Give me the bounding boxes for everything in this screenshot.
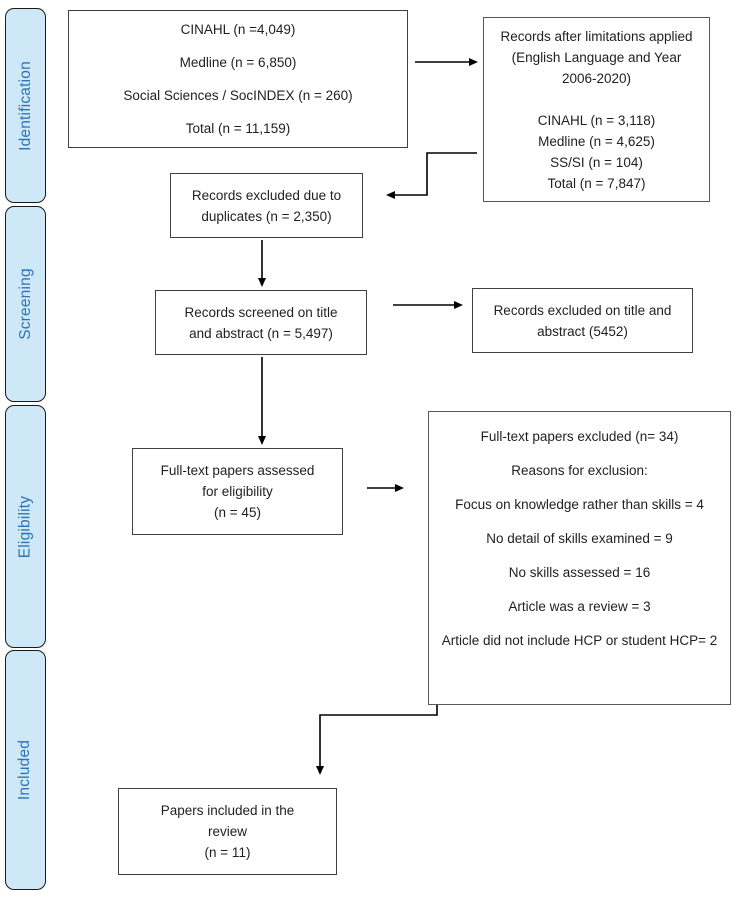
stage-screening: Screening — [5, 206, 46, 402]
text-line: No skills assessed = 16 — [508, 565, 651, 580]
stage-eligibility: Eligibility — [5, 405, 46, 648]
text-line: No detail of skills examined = 9 — [486, 531, 673, 546]
text-line: for eligibility — [202, 484, 273, 499]
text-line: Total (n = 11,159) — [185, 121, 291, 136]
stage-screening-label: Screening — [16, 268, 34, 340]
stage-included: Included — [5, 650, 46, 890]
text-line: Article did not include HCP or student H… — [441, 633, 718, 648]
box-title-abstract-excluded: Records excluded on title and abstract (5… — [472, 288, 693, 353]
text-line: Social Sciences / SocINDEX (n = 260) — [123, 88, 353, 103]
box-records-after-limitations: Records after limitations applied (Englis… — [483, 17, 710, 202]
arrow-limitations-to-duplicates — [386, 152, 477, 199]
stage-identification: Identification — [5, 8, 46, 203]
box-database-search-totals: CINAHL (n =4,049) Medline (n = 6,850) Soci… — [68, 10, 408, 148]
text-line: Papers included in the — [160, 803, 295, 818]
text-line: CINAHL (n =4,049) — [180, 22, 296, 37]
box-fulltext-assessed: Full-text papers assessed for eligibility… — [132, 448, 343, 535]
text-line: Records excluded on title and — [493, 302, 672, 318]
text-line: duplicates (n = 2,350) — [201, 208, 332, 224]
text-line: (n = 11) — [204, 845, 251, 860]
text-line: Records screened on title — [184, 304, 338, 320]
text-line: Full-text papers assessed — [160, 463, 315, 478]
text-line: abstract (5452) — [537, 323, 628, 339]
text-line: Medline (n = 4,625) — [538, 133, 655, 149]
stage-eligibility-label: Eligibility — [16, 495, 34, 558]
text-line: (English Language and Year — [511, 49, 682, 65]
text-line — [492, 89, 701, 110]
text-line: review — [207, 824, 247, 839]
text-line: Full-text papers excluded (n= 34) — [480, 429, 679, 444]
text-line: SS/SI (n = 104) — [550, 154, 643, 170]
text-line: and abstract (n = 5,497) — [189, 325, 333, 341]
box-title-abstract-screened: Records screened on title and abstract (n… — [155, 290, 367, 355]
box-papers-included: Papers included in the review (n = 11) — [118, 788, 337, 875]
text-line: Article was a review = 3 — [508, 599, 651, 614]
text-line: 2006-2020) — [561, 70, 632, 86]
text-line: Records after limitations applied — [500, 28, 693, 44]
box-duplicates-excluded: Records excluded due to duplicates (n = 2… — [170, 173, 363, 238]
text-line: Reasons for exclusion: — [511, 463, 648, 478]
text-line: (n = 45) — [214, 505, 261, 520]
stage-included-label: Included — [16, 739, 34, 801]
text-line: Focus on knowledge rather than skills = … — [455, 497, 704, 512]
box-fulltext-excluded-reasons: Full-text papers excluded (n= 34) Reasons… — [428, 411, 731, 705]
arrow-excluded-to-included — [316, 705, 438, 775]
text-line: Medline (n = 6,850) — [179, 55, 297, 70]
text-line: Records excluded due to — [191, 187, 342, 203]
text-line: Total (n = 7,847) — [547, 175, 646, 191]
stage-identification-label: Identification — [16, 60, 34, 151]
text-line: CINAHL (n = 3,118) — [537, 112, 656, 128]
